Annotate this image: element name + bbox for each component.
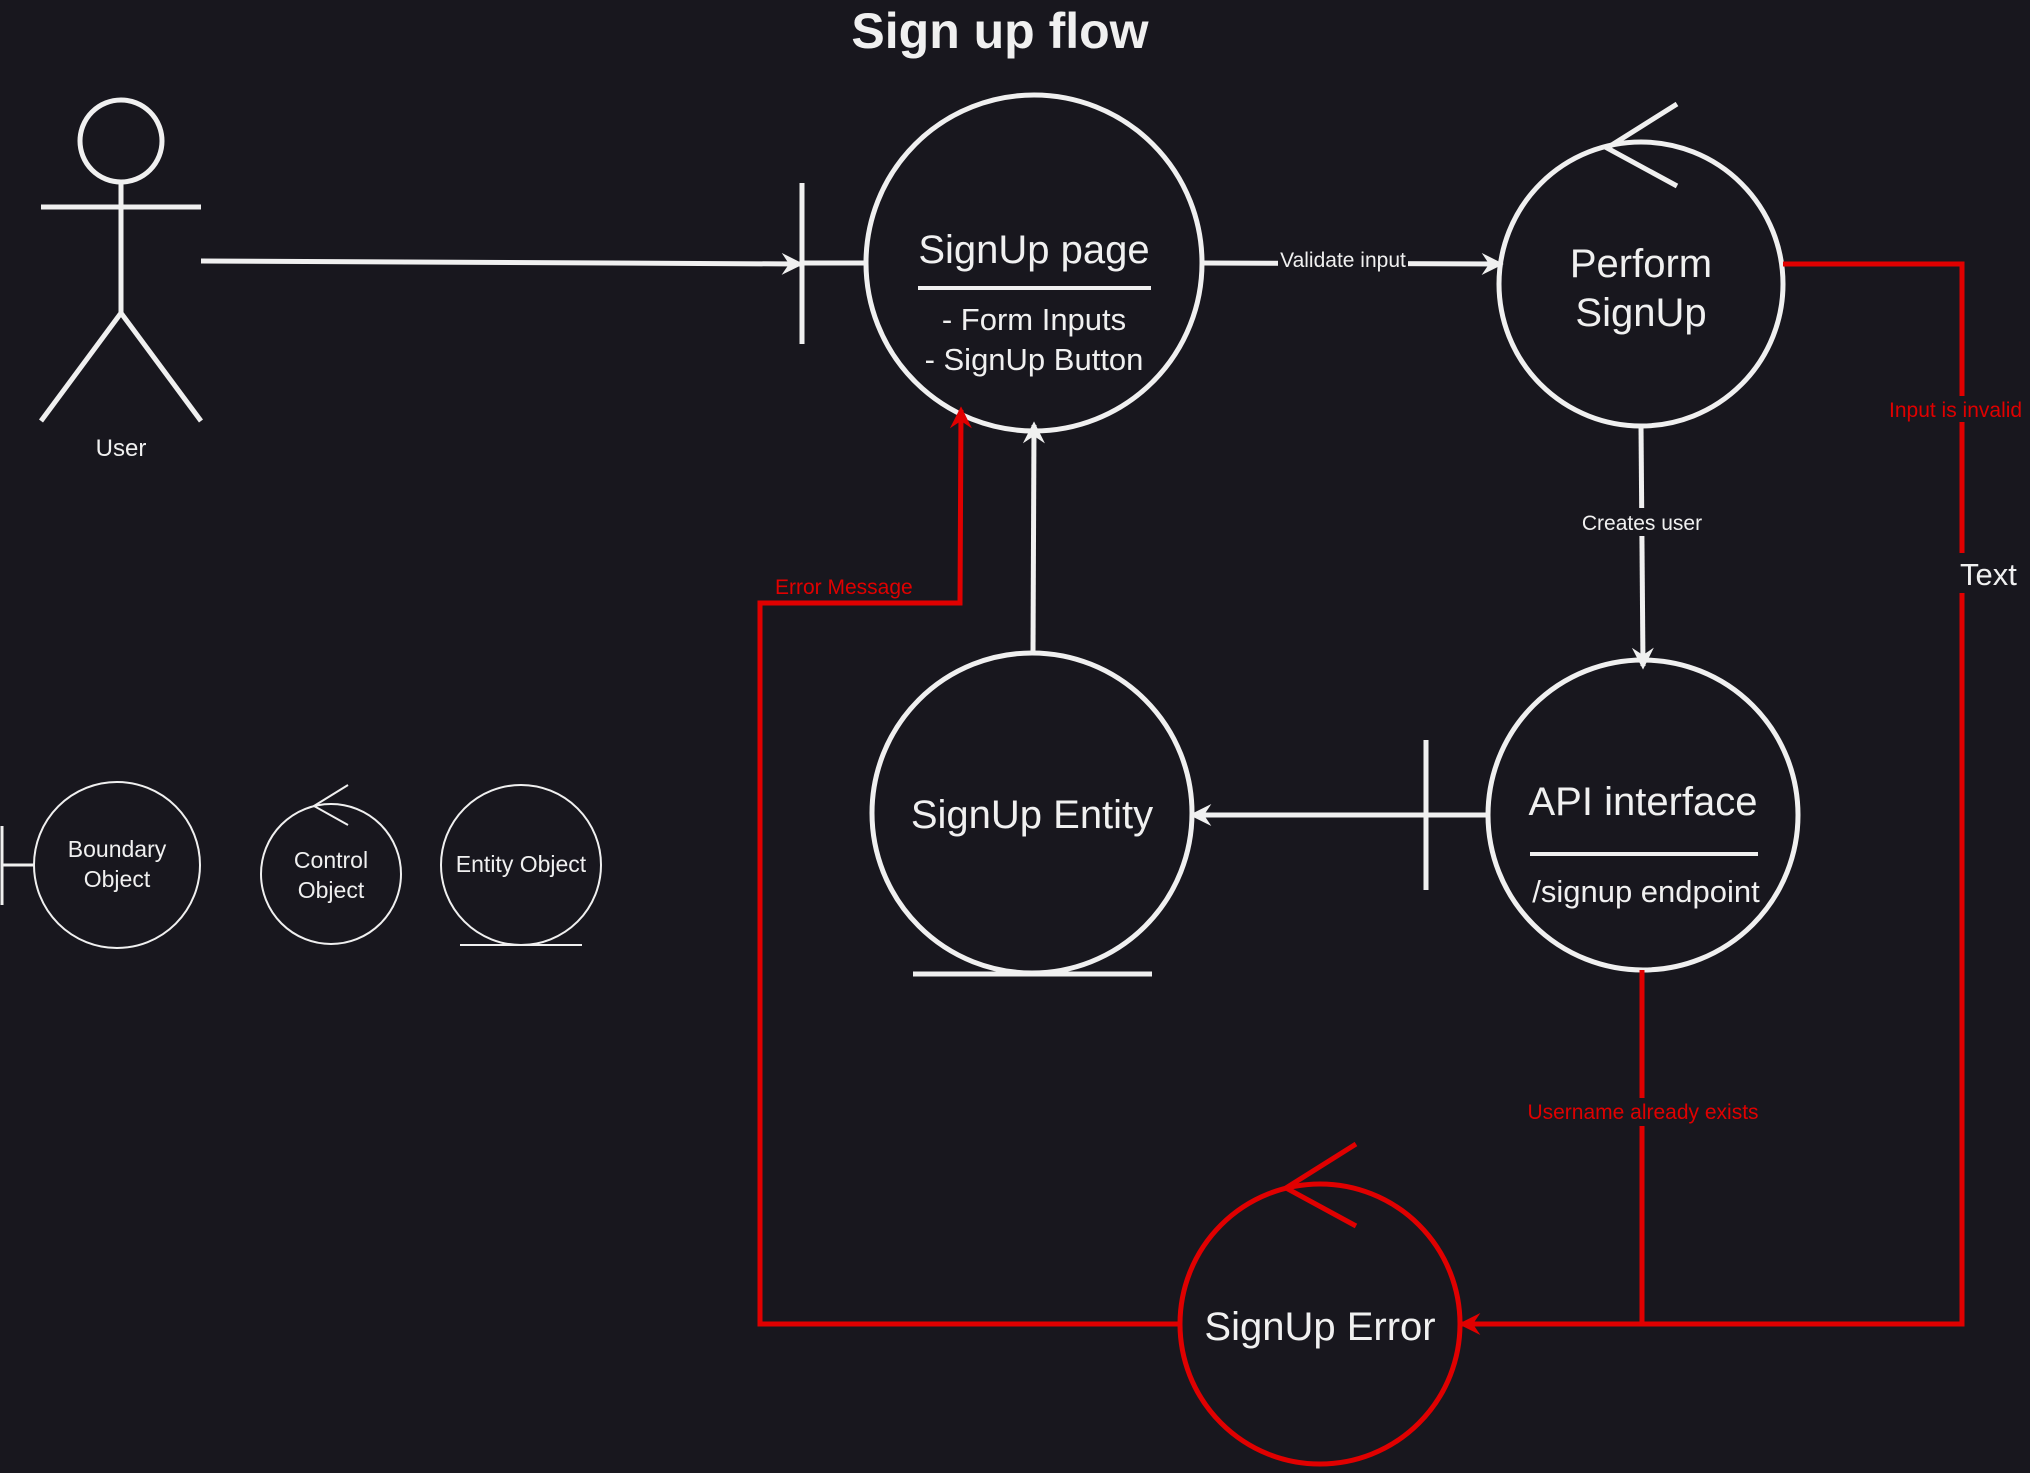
api-interface-subtitle: /signup endpoint [1532,874,1760,909]
control-arrowhead-icon [312,784,349,826]
edge-creates-user: Creates user [1575,425,1709,670]
perform-signup-line2: SignUp [1575,291,1706,335]
actor-leg-left [38,311,124,423]
actor-leg-right [118,311,204,423]
node-perform-signup[interactable]: Perform SignUp [1496,101,1786,429]
legend-boundary-line2: Object [84,866,151,892]
control-arrowhead-icon [1602,101,1679,189]
edge-user-to-signup-page [200,252,804,275]
node-signup-page[interactable]: SignUp page - Form Inputs - SignUp Butto… [799,92,1205,434]
node-signup-entity[interactable]: SignUp Entity [869,650,1195,977]
edge-validate-input: Validate input [1201,246,1504,275]
edge-input-invalid: Input is invalid Text [1462,261,2030,1327]
signup-page-line1: - Form Inputs [942,302,1126,337]
diagram-title: Sign up flow [851,3,1148,59]
edge-username-exists: Username already exists [1458,970,1764,1335]
legend-boundary-object: Boundary Object [0,781,201,949]
signup-entity-label: SignUp Entity [911,793,1153,837]
legend-control-object: Control Object [260,784,402,945]
node-signup-error[interactable]: SignUp Error [1177,1141,1463,1467]
signup-page-line2: - SignUp Button [925,342,1144,377]
legend-entity-label: Entity Object [456,851,587,877]
edge-label-username-exists: Username already exists [1527,1101,1758,1124]
edge-label-validate-input: Validate input [1280,249,1406,272]
api-interface-title: API interface [1528,780,1757,824]
actor-label: User [96,435,147,462]
control-arrowhead-icon [1281,1141,1358,1229]
legend-boundary-line1: Boundary [68,836,167,862]
actor-user[interactable] [38,97,204,423]
edge-label-input-invalid: Input is invalid [1889,399,2022,422]
edge-entity-to-signup-page [1022,421,1045,654]
signup-error-label: SignUp Error [1204,1305,1435,1349]
legend-entity-object: Entity Object [440,784,602,946]
signup-page-title: SignUp page [918,228,1149,272]
edge-label-stray-text: Text [1960,557,2017,592]
edge-label-creates-user: Creates user [1582,512,1702,535]
legend-control-line2: Object [298,877,365,903]
actor-head [77,97,165,185]
node-api-interface[interactable]: API interface /signup endpoint [1423,657,1801,973]
edge-error-message: Error Message [757,406,1180,1327]
legend-control-line1: Control [294,847,368,873]
edge-label-error-message: Error Message [775,576,913,599]
perform-signup-line1: Perform [1570,242,1712,286]
